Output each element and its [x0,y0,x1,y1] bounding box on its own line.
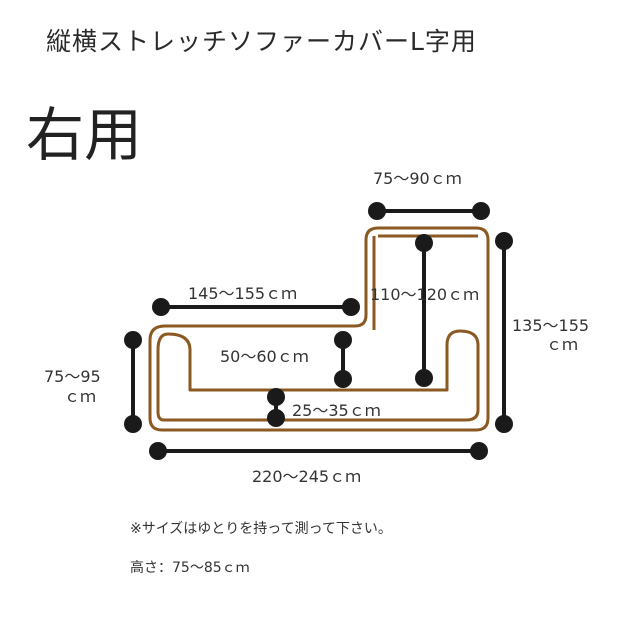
dimension-seat-depth [267,388,285,427]
side-label: 右用 [26,101,143,169]
dimension-arm-height [334,331,352,388]
label-inner-long: 145〜155ｃｍ [188,284,297,303]
dimension-lines [124,202,513,460]
dimension-inner-long [152,298,360,316]
label-left-depth-2: ｃｍ [64,387,96,406]
label-top-width: 75〜90ｃｍ [373,169,462,188]
height-note: 高さ：75〜85ｃｍ [130,560,250,576]
label-inner-depth: 110〜120ｃｍ [370,285,479,304]
page-title: 縦横ストレッチソファーカバーL字用 [46,27,477,56]
size-note: ※サイズはゆとりを持って測って下さい。 [130,521,392,537]
label-seat-depth: 25〜35ｃｍ [292,401,381,420]
dimension-right-depth [495,232,513,433]
label-arm-height: 50〜60ｃｍ [220,347,309,366]
label-right-depth-2: ｃｍ [546,335,578,354]
dimension-top-width [368,202,490,220]
label-right-depth-1: 135〜155 [512,316,589,335]
label-left-depth-1: 75〜95 [44,367,101,386]
dimension-left-depth [124,331,142,433]
dimension-total-width [149,442,488,460]
sofa-inner-edge [156,329,480,422]
sofa-outer-edge [148,226,490,432]
dimension-inner-depth [415,234,433,387]
label-total-width: 220〜245ｃｍ [252,467,361,486]
sofa-outline [148,226,490,432]
